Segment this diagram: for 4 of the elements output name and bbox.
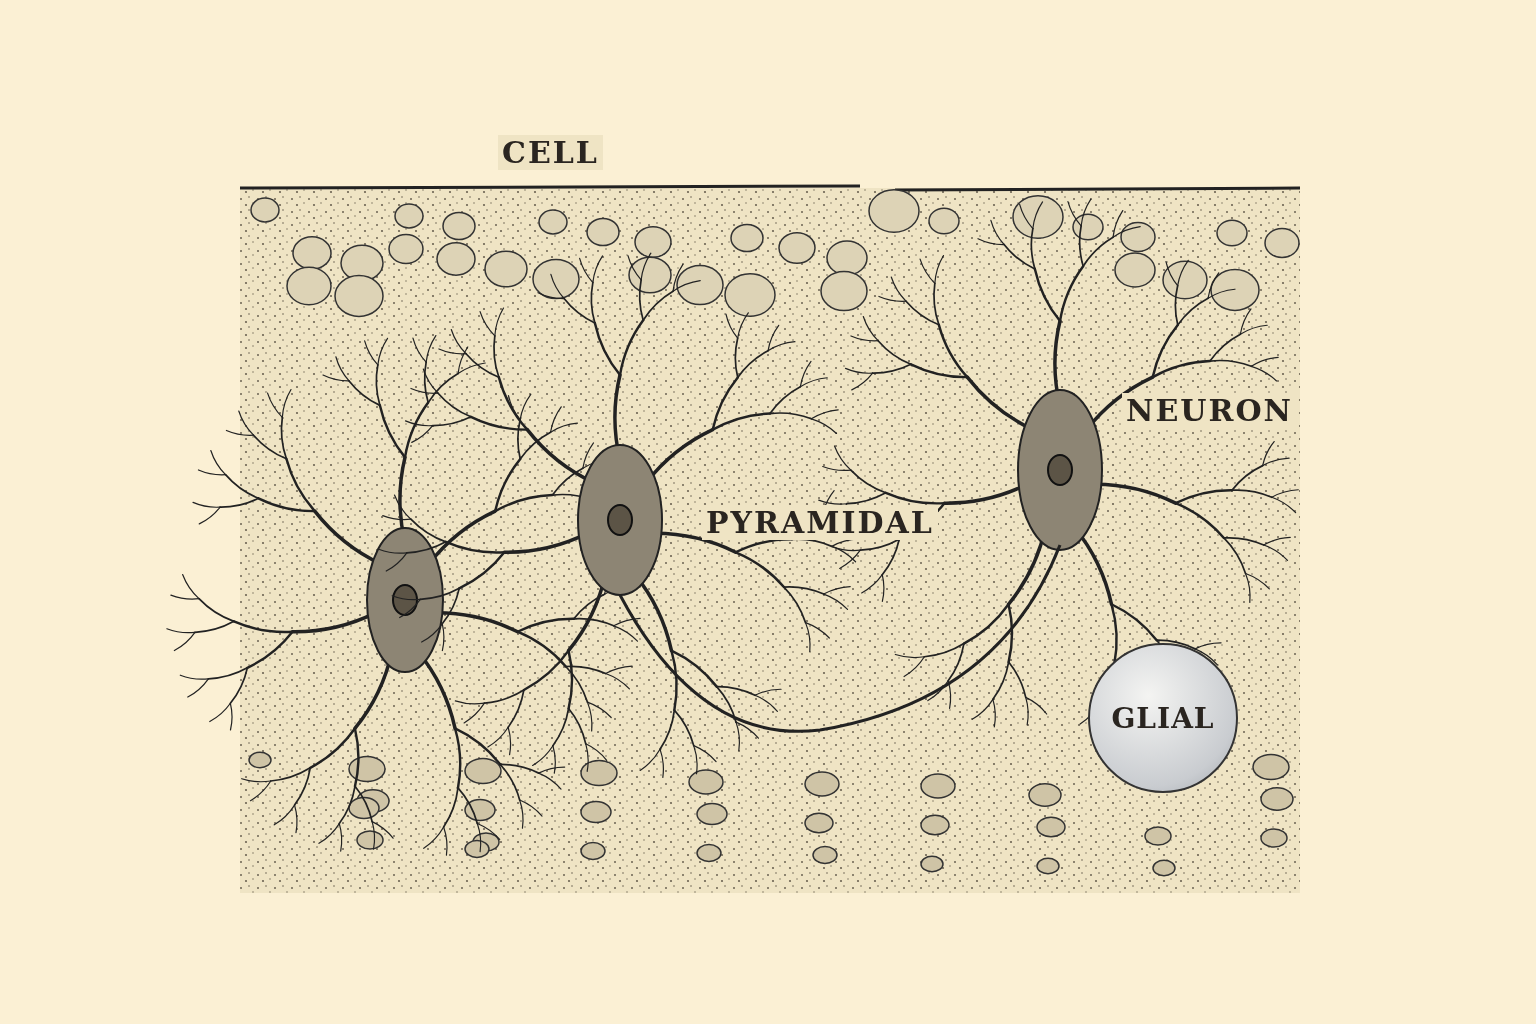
- part-label: CELL: [498, 135, 603, 170]
- part-label: PYRAMIDAL: [702, 505, 938, 540]
- part-label: NEURON: [1122, 393, 1297, 428]
- cell-label: GLIAL: [1111, 701, 1215, 735]
